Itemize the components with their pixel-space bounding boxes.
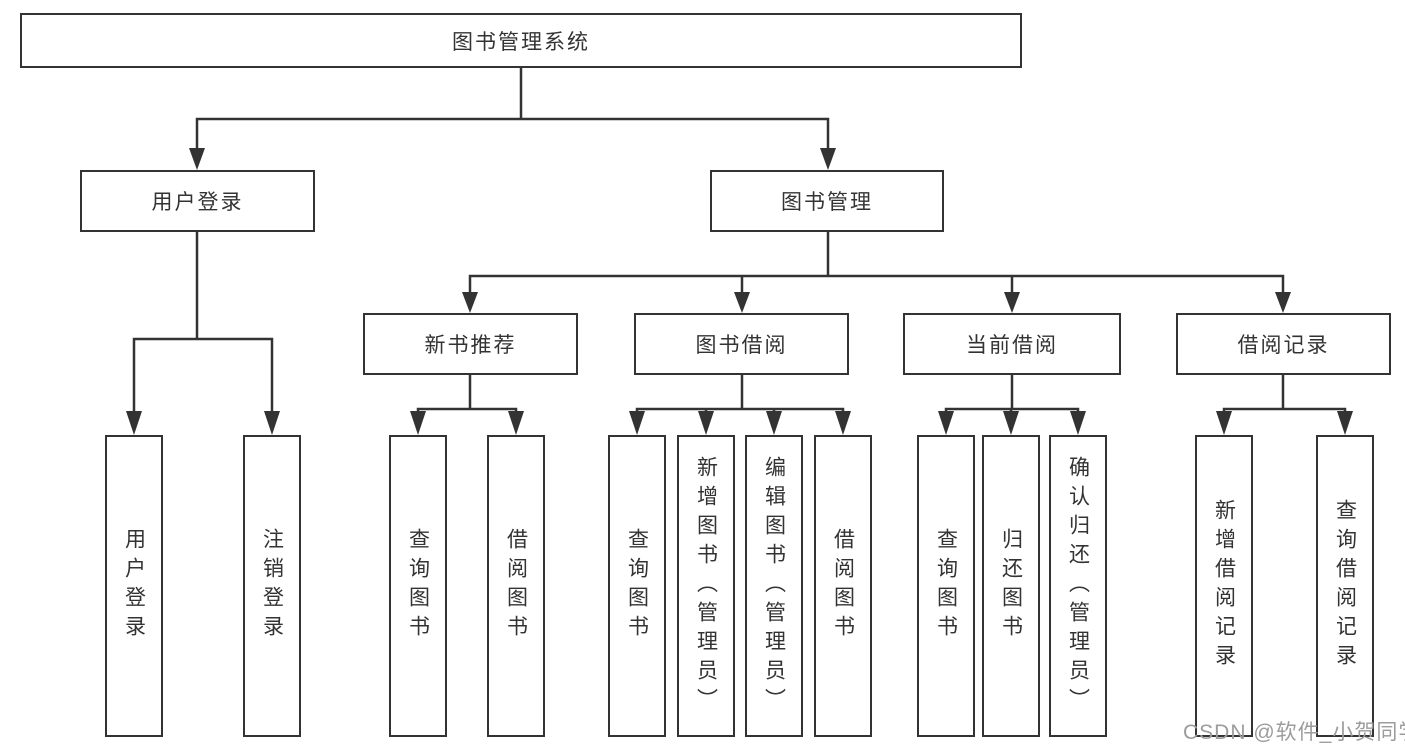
node-book-management-label: 图书管理: [781, 191, 873, 214]
leaf-label: 归还图书: [999, 528, 1023, 644]
connector-level3-bar: [468, 274, 1285, 294]
arrowhead-icon: [1216, 411, 1232, 435]
node-leaf-logout: 注销登录: [243, 435, 301, 737]
csdn-watermark: CSDN @软件_小贺同学: [1183, 721, 1405, 744]
node-leaf-edit-books-admin: 编辑图书（管理员）: [745, 435, 803, 737]
leaf-label: 编辑图书（管理员）: [762, 455, 786, 717]
node-leaf-confirm-return-admin: 确认归还（管理员）: [1049, 435, 1107, 737]
arrowhead-icon: [410, 411, 426, 435]
arrowhead-icon: [462, 292, 478, 313]
node-leaf-user-login: 用户登录: [105, 435, 163, 737]
connector-bookborrow-bar: [635, 407, 845, 413]
connector-records-bar: [1222, 407, 1347, 413]
node-current-borrow-label: 当前借阅: [966, 334, 1058, 357]
node-user-login-label: 用户登录: [151, 191, 244, 214]
connector-userlogin-bar: [132, 337, 274, 413]
node-leaf-add-books-admin: 新增图书（管理员）: [677, 435, 735, 737]
arrowhead-icon: [629, 411, 645, 435]
arrowhead-icon: [820, 148, 836, 170]
arrowhead-icon: [264, 411, 280, 435]
node-borrow-records-label: 借阅记录: [1237, 334, 1330, 357]
arrowhead-icon: [1337, 411, 1353, 435]
arrowhead-icon: [938, 411, 954, 435]
node-book-management: 图书管理: [710, 170, 944, 232]
arrowhead-icon: [1275, 292, 1291, 313]
arrowhead-icon: [698, 411, 714, 435]
arrowhead-icon: [1070, 411, 1086, 435]
node-leaf-return-books: 归还图书: [982, 435, 1040, 737]
arrowhead-icon: [1003, 411, 1019, 435]
node-root-label: 图书管理系统: [452, 30, 590, 54]
leaf-label: 确认归还（管理员）: [1066, 455, 1090, 717]
connector-root-bar: [195, 117, 830, 150]
node-leaf-query-books-borrow: 查询图书: [608, 435, 666, 737]
arrowhead-icon: [835, 411, 851, 435]
leaf-label: 借阅图书: [831, 528, 855, 644]
leaf-label: 注销登录: [260, 528, 284, 644]
leaf-label: 新增借阅记录: [1212, 499, 1236, 673]
arrowhead-icon: [1004, 292, 1020, 313]
arrowhead-icon: [766, 411, 782, 435]
node-book-borrow: 图书借阅: [634, 313, 849, 375]
leaf-label: 新增图书（管理员）: [694, 455, 718, 717]
leaf-label: 查询借阅记录: [1333, 499, 1357, 673]
node-root: 图书管理系统: [20, 13, 1022, 68]
node-user-login: 用户登录: [80, 170, 315, 232]
node-leaf-borrow-books: 借阅图书: [814, 435, 872, 737]
node-leaf-query-books-current: 查询图书: [917, 435, 975, 737]
node-borrow-records: 借阅记录: [1176, 313, 1391, 375]
node-current-borrow: 当前借阅: [903, 313, 1121, 375]
arrowhead-icon: [189, 148, 205, 170]
arrowhead-icon: [508, 411, 524, 435]
node-book-borrow-label: 图书借阅: [695, 334, 788, 357]
connector-newbooks-bar: [416, 407, 518, 413]
node-new-book-recommend: 新书推荐: [363, 313, 578, 375]
leaf-label: 用户登录: [122, 528, 146, 644]
arrowhead-icon: [126, 411, 142, 435]
node-leaf-add-borrow-record: 新增借阅记录: [1195, 435, 1253, 737]
node-leaf-borrow-books-recommend: 借阅图书: [487, 435, 545, 737]
leaf-label: 查询图书: [625, 528, 649, 644]
leaf-label: 查询图书: [934, 528, 958, 644]
node-new-book-recommend-label: 新书推荐: [424, 334, 517, 357]
arrowhead-icon: [734, 292, 750, 313]
node-leaf-query-books-recommend: 查询图书: [389, 435, 447, 737]
leaf-label: 查询图书: [406, 528, 430, 644]
leaf-label: 借阅图书: [504, 528, 528, 644]
node-leaf-query-borrow-record: 查询借阅记录: [1316, 435, 1374, 737]
